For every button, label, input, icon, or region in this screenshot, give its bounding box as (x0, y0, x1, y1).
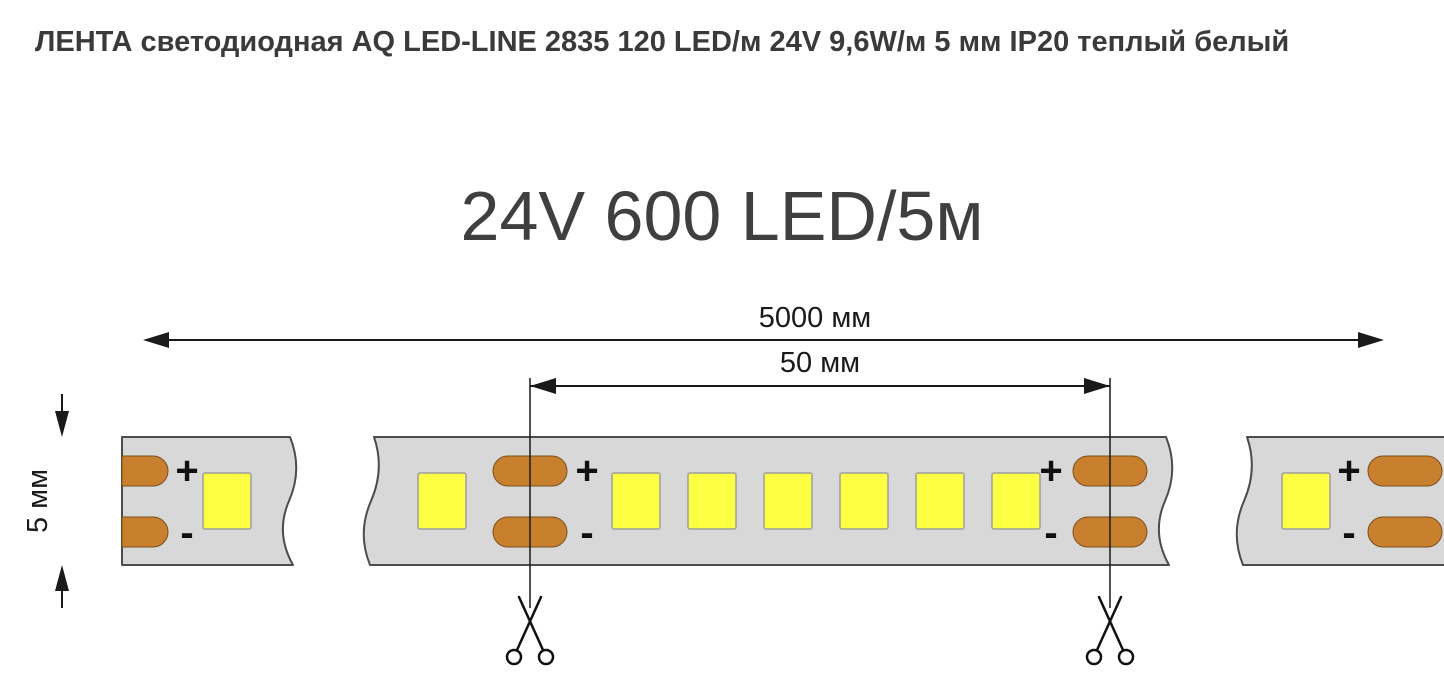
led-chip (611, 472, 661, 530)
polarity-minus-label: - (580, 511, 593, 555)
led-chip (915, 472, 965, 530)
led-chip (687, 472, 737, 530)
led-chip (763, 472, 813, 530)
polarity-plus-label: + (1337, 449, 1360, 493)
product-title: ЛЕНТА светодиодная AQ LED-LINE 2835 120 … (35, 26, 1290, 58)
scissors-right-icon (1085, 595, 1135, 666)
polarity-minus-label: - (1342, 511, 1355, 555)
solder-pad (1367, 516, 1443, 548)
dimension-label-strip-width: 5 мм (22, 469, 54, 533)
led-chip (417, 472, 467, 530)
solder-pad (121, 455, 169, 487)
scissors-left-icon (505, 595, 555, 666)
led-chip (202, 472, 252, 530)
led-chip (1281, 472, 1331, 530)
dimension-cut-step: 50 мм (529, 347, 1111, 608)
arrowhead-up-icon (55, 565, 69, 591)
arrowhead-right-icon (1084, 378, 1110, 394)
dimension-total-length: 5000 мм (143, 302, 1384, 348)
solder-pad (1367, 455, 1443, 487)
solder-pad (121, 516, 169, 548)
polarity-plus-label: + (575, 449, 598, 493)
arrowhead-left-icon (143, 332, 169, 348)
polarity-minus-label: - (180, 511, 193, 555)
polarity-plus-label: + (175, 449, 198, 493)
polarity-plus-label: + (1039, 449, 1062, 493)
dimension-label-total-length: 5000 мм (759, 302, 871, 334)
dimension-strip-width: 5 мм (22, 394, 69, 608)
arrowhead-right-icon (1358, 332, 1384, 348)
arrowhead-left-icon (530, 378, 556, 394)
arrowhead-down-icon (55, 411, 69, 437)
diagram-heading: 24V 600 LED/5м (460, 177, 984, 255)
led-chip (839, 472, 889, 530)
solder-pads (121, 455, 1443, 548)
polarity-minus-label: - (1044, 511, 1057, 555)
polarity-labels: + - + - + - + - (175, 449, 1360, 555)
led-chip (991, 472, 1041, 530)
led-chips (202, 472, 1331, 530)
dimension-label-cut-step: 50 мм (780, 347, 860, 379)
